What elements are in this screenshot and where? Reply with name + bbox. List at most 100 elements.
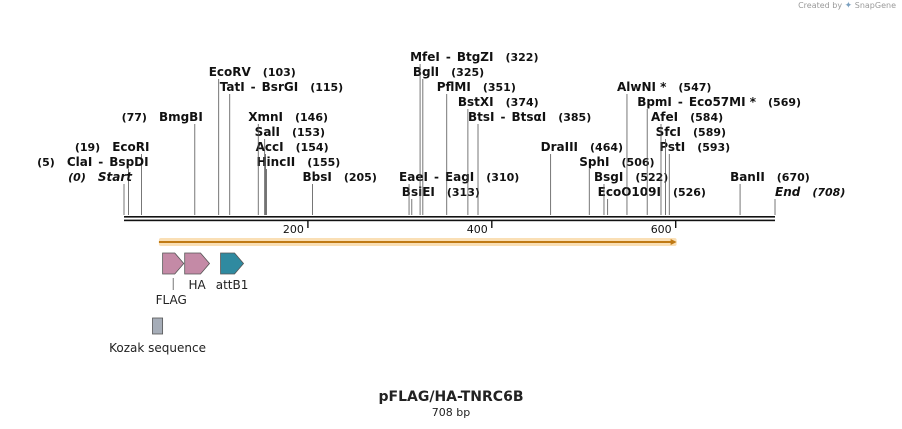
site-position: (325) (451, 66, 484, 79)
site-label: BpmI-Eco57MI *(569) (637, 95, 801, 109)
site-HincII: HincII(155) (257, 155, 340, 215)
site-enzyme-name: BstXI (458, 95, 494, 109)
site-enzyme-name: AccI (256, 140, 284, 154)
site-AfeI: AfeI (584) (651, 110, 723, 215)
site-position: (313) (447, 186, 480, 199)
site-label: XmnI(146) (248, 110, 328, 124)
site-enzyme-name: PstI (659, 140, 685, 154)
site-label: BstXI(374) (458, 95, 539, 109)
site-position: (464) (590, 141, 623, 154)
site-enzyme-name: PflMI (437, 80, 471, 94)
site-position: (670) (777, 171, 810, 184)
site-DraIII: DraIII(464) (541, 140, 623, 215)
site-position: (526) (673, 186, 706, 199)
site-position: (584) (690, 111, 723, 124)
site-enzyme-name: BsgI (594, 170, 623, 184)
site-enzyme-name: BmgBI (159, 110, 203, 124)
site-name-separator: - (501, 110, 506, 124)
site-label: SalI (153) (255, 125, 325, 139)
site-position: (589) (693, 126, 726, 139)
site-SfcI: SfcI(589) (656, 125, 726, 215)
site-name-separator: - (678, 95, 683, 109)
site-label: AfeI (584) (651, 110, 723, 124)
site-label: BbsI(205) (302, 170, 376, 184)
site-name-separator: - (98, 155, 103, 169)
site-label: BtsI-BtsαI (385) (468, 110, 591, 124)
map-length: 708 bp (431, 406, 471, 419)
site-label: AccI(154) (256, 140, 329, 154)
site-position: (115) (310, 81, 343, 94)
site-enzyme-name: EaeI (399, 170, 428, 184)
site-label: EcoO109I(526) (598, 185, 706, 199)
site-SphI: SphI (506) (579, 155, 655, 215)
feature-arrow-attb1 (220, 252, 245, 275)
site-enzyme-name: BtsI (468, 110, 495, 124)
site-enzyme-name: TatI (220, 80, 245, 94)
site-EaeI-EagI: EaeI-EagI(310) (399, 170, 519, 215)
ruler-tick-label: 600 (651, 223, 672, 236)
site-position: (310) (486, 171, 519, 184)
site-position: (506) (622, 156, 655, 169)
site-EcoRV: EcoRV(103) (209, 65, 296, 215)
feature-kozak-box (152, 317, 164, 335)
site-label: SfcI(589) (656, 125, 726, 139)
site-position: (569) (768, 96, 801, 109)
site-label: PstI (593) (659, 140, 730, 154)
site-AccI: AccI(154) (256, 140, 329, 215)
feature-arrow-ha (184, 252, 211, 275)
site-label: (5)ClaI-BspDI (37, 155, 149, 169)
site-label: PflMI (351) (437, 80, 516, 94)
site-position: (351) (483, 81, 516, 94)
map-title: pFLAG/HA-TNRC6B (378, 389, 524, 405)
site-SalI: SalI (153) (255, 125, 325, 215)
site-label: SphI (506) (579, 155, 654, 169)
site-enzyme-name: BanII (730, 170, 765, 184)
site-enzyme-name: AlwNI * (617, 80, 667, 94)
site-label: BsiEI(313) (402, 185, 480, 199)
site-position: (103) (263, 66, 296, 79)
orf-arrow-head (670, 239, 677, 245)
site-End: End(708) (774, 185, 845, 215)
site-PstI: PstI (593) (659, 140, 730, 215)
site-position: (593) (697, 141, 730, 154)
site-EcoRI: (19) EcoRI (75, 140, 150, 215)
site-position: (146) (295, 111, 328, 124)
site-enzyme-name: EcoRI (112, 140, 149, 154)
site-enzyme-name: SalI (255, 125, 280, 139)
site-enzyme-name: BglI (413, 65, 439, 79)
site-position: (77) (122, 111, 147, 124)
site-position: (547) (678, 81, 711, 94)
site-name-separator: - (434, 170, 439, 184)
sequence-backbone (124, 216, 776, 222)
site-enzyme-name: End (775, 185, 801, 199)
site-AlwNI: AlwNI * (547) (617, 80, 711, 215)
site-BglI: BglI (325) (413, 65, 484, 215)
site-enzyme-name: AfeI (651, 110, 678, 124)
site-enzyme-name: Eco57MI * (689, 95, 757, 109)
site-enzyme-name: HincII (257, 155, 296, 169)
site-TatI-BsrGI: TatI-BsrGI(115) (220, 80, 343, 215)
site-position: (385) (558, 111, 591, 124)
site-enzyme-name: MfeI (410, 50, 440, 64)
site-label: (0)Start (68, 170, 133, 184)
site-EcoO109I: EcoO109I(526) (598, 185, 706, 215)
site-PflMI: PflMI (351) (437, 80, 516, 215)
site-BanII: BanII (670) (730, 170, 810, 215)
site-position: (153) (292, 126, 325, 139)
site-enzyme-name: BspDI (109, 155, 148, 169)
site-enzyme-name: BtsαI (511, 110, 546, 124)
site-label: BsgI(522) (594, 170, 668, 184)
site-BmgBI: (77) BmgBI (122, 110, 203, 215)
site-BsgI: BsgI(522) (594, 170, 668, 215)
site-enzyme-name: SphI (579, 155, 609, 169)
site-label: EcoRV(103) (209, 65, 296, 79)
snapgene-credit: Created by ✦ SnapGene (798, 1, 896, 11)
restriction-sites: End(708) BanII (670) EcoO109I(526)BsgI(522)… (37, 50, 845, 215)
site-position: (19) (75, 141, 100, 154)
site-label: (19) EcoRI (75, 140, 150, 154)
site-enzyme-name: ClaI (67, 155, 92, 169)
site-enzyme-name: BsrGI (262, 80, 299, 94)
feature-label: FLAG (156, 293, 187, 307)
